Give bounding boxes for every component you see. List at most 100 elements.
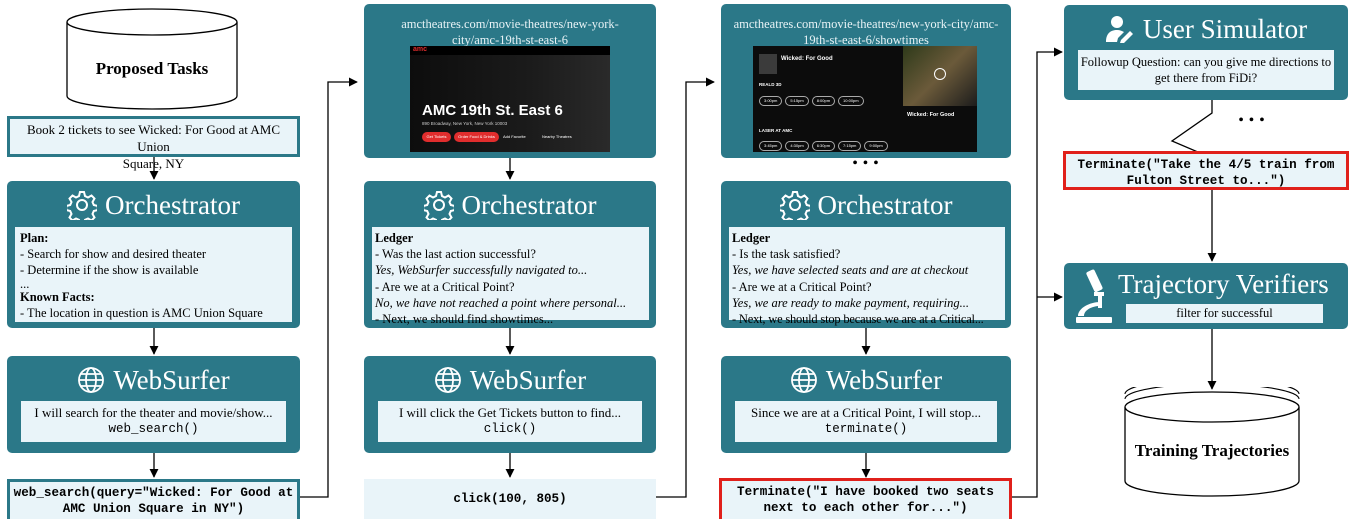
screenshot-address: 890 Broadway, New York, New York 10003 [422, 121, 508, 126]
facts-label: Known Facts: [20, 289, 95, 304]
ledger-line: Yes, we have selected seats and are at c… [732, 263, 969, 278]
facts-line: - The location in question is AMC Union … [20, 305, 263, 320]
ledger-line: - Next, we should find showtimes... [375, 312, 554, 327]
verifier-sub: filter for successful [1126, 304, 1323, 323]
task-text-line1: Book 2 tickets to see Wicked: For Good a… [26, 122, 281, 154]
arrow-col3-usersim [1011, 47, 1063, 498]
task-box: Book 2 tickets to see Wicked: For Good a… [7, 116, 300, 171]
browser-panel-3: amctheatres.com/movie-theatres/new-york-… [721, 4, 1011, 158]
plan-line: - Determine if the show is available [20, 263, 199, 278]
orchestrator-header-3: Orchestrator [721, 185, 1011, 225]
websurfer-message-3: Since we are at a Critical Point, I will… [735, 401, 997, 442]
user-simulator-header: User Simulator [1064, 9, 1348, 49]
orchestrator-title-1: Orchestrator [105, 189, 240, 220]
url-line: amctheatres.com/movie-theatres/new-york-… [733, 17, 999, 31]
nearby-theatres-button[interactable]: Nearby Theatres [542, 134, 572, 139]
websurfer-code-2: click() [483, 422, 537, 436]
action-line: web_search(query="Wicked: For Good at [13, 486, 294, 500]
ledger-line: - Next, we should stop because we are at… [732, 312, 984, 327]
ledger-box-2: Ledger - Was the last action successful?… [372, 227, 649, 326]
websurfer-message-2: I will click the Get Tickets button to f… [378, 401, 642, 442]
gear-icon [423, 191, 454, 220]
format-label: LASER AT AMC [759, 128, 793, 133]
websurfer-title-2: WebSurfer [469, 364, 587, 395]
verifier-title: Trajectory Verifiers [1118, 269, 1329, 299]
get-tickets-button[interactable]: Get Tickets [422, 132, 451, 142]
websurfer-panel-1: WebSurfer I will search for the theater … [7, 356, 300, 453]
gear-icon [67, 191, 98, 220]
websurfer-text-3: Since we are at a Critical Point, I will… [751, 405, 981, 420]
showtime-button[interactable]: 3:45pm [759, 141, 783, 151]
add-favorite-button[interactable]: Add Favorite [503, 134, 526, 139]
url-line: 19th-st-east-6/showtimes [803, 33, 929, 47]
play-icon[interactable] [934, 68, 946, 80]
trajectory-verifiers-panel: Trajectory Verifiers filter for successf… [1064, 263, 1348, 329]
websurfer-panel-3: WebSurfer Since we are at a Critical Poi… [721, 356, 1011, 453]
user-simulator-title: User Simulator [1142, 13, 1308, 44]
showtime-row-1: 3:00pm 5:15pm 8:00pm 10:00pm [759, 96, 864, 106]
orchestrator-title-3: Orchestrator [817, 189, 953, 220]
microscope-icon [1076, 269, 1112, 323]
globe-icon [790, 367, 817, 393]
websurfer-header-3: WebSurfer [721, 360, 1011, 400]
gear-icon [779, 191, 810, 220]
showtimes-screenshot[interactable]: Wicked: For Good REALD 3D 3:00pm 5:15pm … [753, 46, 977, 152]
amc-logo: amc [413, 46, 428, 53]
orchestrator-panel-3: Orchestrator Ledger - Is the task satisf… [721, 181, 1011, 328]
task-text-line2: Square, NY [122, 156, 185, 171]
ledger-label: Ledger [732, 231, 771, 245]
websurfer-title-1: WebSurfer [113, 364, 230, 395]
terminate-line: Fulton Street to...") [1126, 174, 1286, 188]
showtime-button[interactable]: 3:00pm [759, 96, 783, 106]
websurfer-code-1: web_search() [108, 422, 199, 436]
followup-line: Followup Question: can you give me direc… [1080, 55, 1332, 69]
websurfer-text-1: I will search for the theater and movie/… [34, 405, 273, 420]
showtime-button[interactable]: 9:00pm [864, 141, 888, 151]
training-label: Training Trajectories [1134, 441, 1290, 460]
browser-panel-2: amctheatres.com/movie-theatres/new-york-… [364, 4, 656, 158]
proposed-tasks-cylinder: Proposed Tasks [66, 8, 238, 116]
ledger-line: - Are we at a Critical Point? [375, 279, 515, 294]
arrow-col2-col3 [656, 77, 715, 498]
movie-title: Wicked: For Good [781, 56, 833, 62]
showtime-button[interactable]: 4:30pm [785, 141, 809, 151]
cylinder-icon [66, 8, 238, 110]
websurfer-header-1: WebSurfer [7, 360, 300, 400]
showtime-button[interactable]: 10:00pm [838, 96, 864, 106]
orchestrator-panel-1: Orchestrator Plan: - Search for show and… [7, 181, 300, 328]
showtime-button[interactable]: 6:30pm [811, 141, 836, 151]
websurfer-text-2: I will click the Get Tickets button to f… [398, 405, 622, 420]
terminate-box-4: Terminate("Take the 4/5 train from Fulto… [1063, 151, 1349, 190]
websurfer-title-3: WebSurfer [825, 364, 943, 395]
showtime-button[interactable]: 5:15pm [785, 96, 809, 106]
url-text-3: amctheatres.com/movie-theatres/new-york-… [721, 16, 1011, 48]
ellipsis-3: • • • [852, 156, 880, 171]
orchestrator-header-1: Orchestrator [7, 185, 300, 225]
showtime-button[interactable]: 7:15pm [838, 141, 862, 151]
orchestrator-panel-2: Orchestrator Ledger - Was the last actio… [364, 181, 656, 328]
plan-label: Plan: [20, 231, 49, 245]
followup-line: get there from FiDi? [1154, 71, 1258, 85]
ledger-line: - Are we at a Critical Point? [732, 279, 872, 294]
action-box-1: web_search(query="Wicked: For Good at AM… [7, 479, 300, 519]
screenshot-heading: AMC 19th St. East 6 [422, 102, 563, 119]
action-line: AMC Union Square in NY") [62, 502, 245, 516]
format-label: REALD 3D [759, 82, 782, 87]
showtime-button[interactable]: 8:00pm [811, 96, 836, 106]
websurfer-code-3: terminate() [824, 422, 908, 436]
websurfer-panel-2: WebSurfer I will click the Get Tickets b… [364, 356, 656, 453]
theater-screenshot[interactable]: amc AMC 19th St. East 6 890 Broadway, Ne… [410, 46, 610, 152]
order-food-button[interactable]: Order Food & Drinks [454, 132, 499, 142]
side-title: Wicked: For Good [907, 112, 955, 118]
terminate-line: Terminate("Take the 4/5 train from [1077, 158, 1335, 172]
action-line: Terminate("I have booked two seats [737, 485, 994, 499]
orchestrator-title-2: Orchestrator [461, 189, 597, 220]
cylinder-icon [1124, 378, 1300, 497]
poster-thumb [759, 54, 777, 74]
ledger-line: Yes, WebSurfer successfully navigated to… [375, 263, 588, 278]
ledger-line: - Is the task satisfied? [732, 247, 841, 262]
websurfer-message-1: I will search for the theater and movie/… [21, 401, 286, 442]
globe-icon [78, 367, 105, 393]
user-edit-icon [1105, 16, 1133, 43]
ellipsis-4: • • • [1238, 113, 1266, 128]
